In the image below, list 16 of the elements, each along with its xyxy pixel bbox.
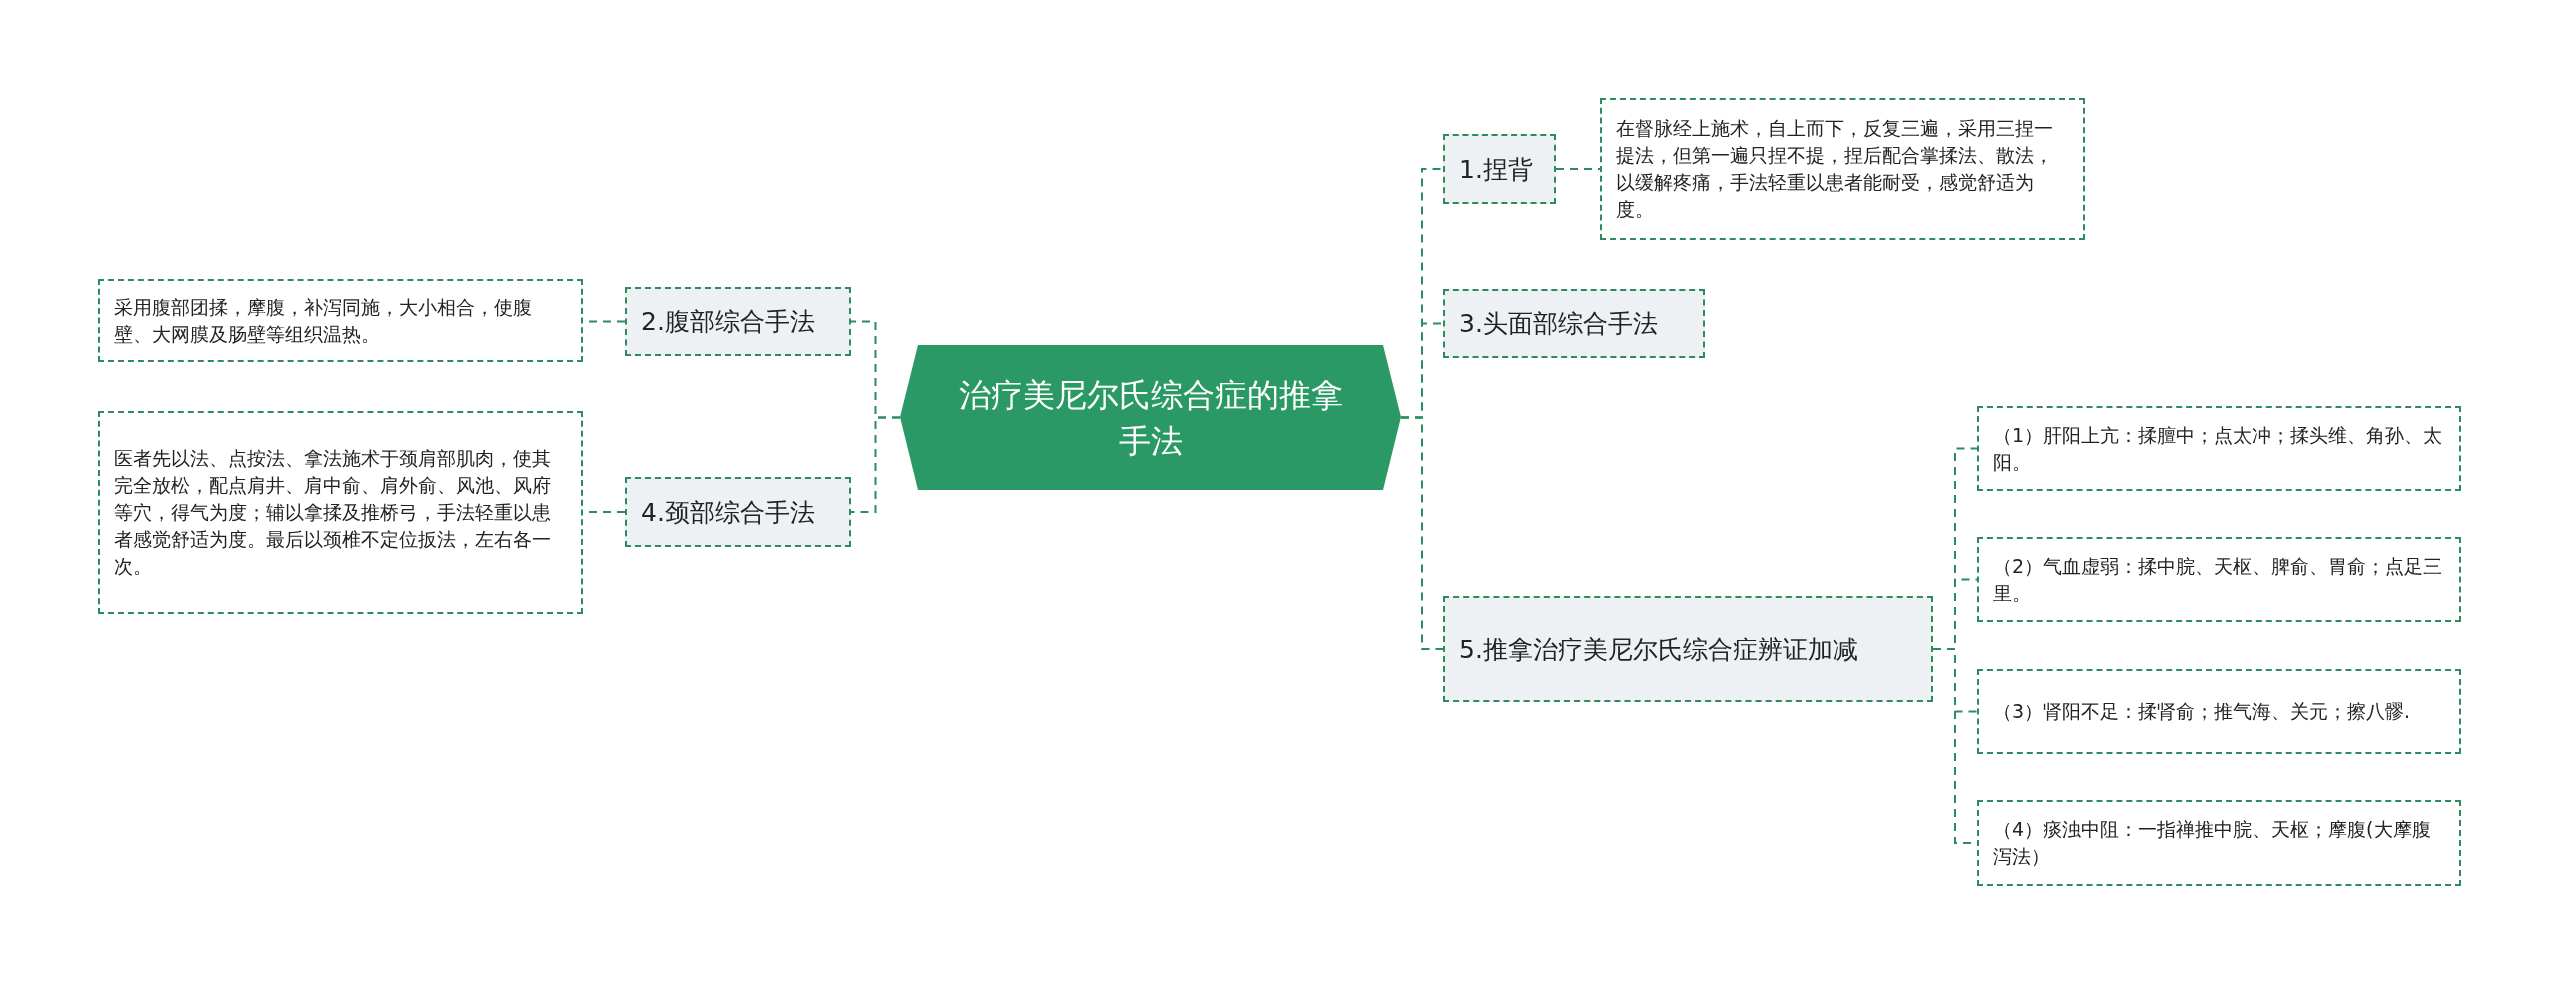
note-box: 在督脉经上施术，自上而下，反复三遍，采用三捏一提法，但第一遍只捏不提，捏后配合掌揉法、散法，以缓解疼痛，手法轻重以患者能耐受，感觉舒适为度。 [1600,98,2085,240]
topic-box: 5.推拿治疗美尼尔氏综合症辨证加减 [1443,596,1933,702]
connector-line [1555,168,1601,170]
note-box: 采用腹部团揉，摩腹，补泻同施，大小相合，使腹壁、大网膜及肠壁等组织温热。 [98,279,583,362]
note-box: （4）痰浊中阻：一指禅推中脘、天枢；摩腹(大摩腹泻法） [1977,800,2461,886]
topic-box: 3.头面部综合手法 [1443,289,1705,358]
note-box: 医者先以法、点按法、拿法施术于颈肩部肌肉，使其完全放松，配点肩井、肩中俞、肩外俞、风池、风府等穴，得气为度；辅以拿揉及推桥弓，手法轻重以患者感觉舒适为度。最后以颈椎不定位扳法，左右各一次。 [98,411,583,614]
note-box: （3）肾阳不足：揉肾俞；推气海、关元；擦八髎. [1977,669,2461,754]
central-topic-hexagon: 治疗美尼尔氏综合症的推拿手法 [900,345,1401,490]
topic-box: 4.颈部综合手法 [625,477,851,547]
topic-box: 1.捏背 [1443,134,1556,204]
topic-box: 2.腹部综合手法 [625,287,851,356]
connector-line [850,416,901,513]
note-box: （1）肝阳上亢：揉膻中；点太冲；揉头维、角孙、太阳。 [1977,406,2461,491]
connector-line [1400,416,1444,650]
note-box: （2）气血虚弱：揉中脘、天枢、脾俞、胃俞；点足三里。 [1977,537,2461,622]
